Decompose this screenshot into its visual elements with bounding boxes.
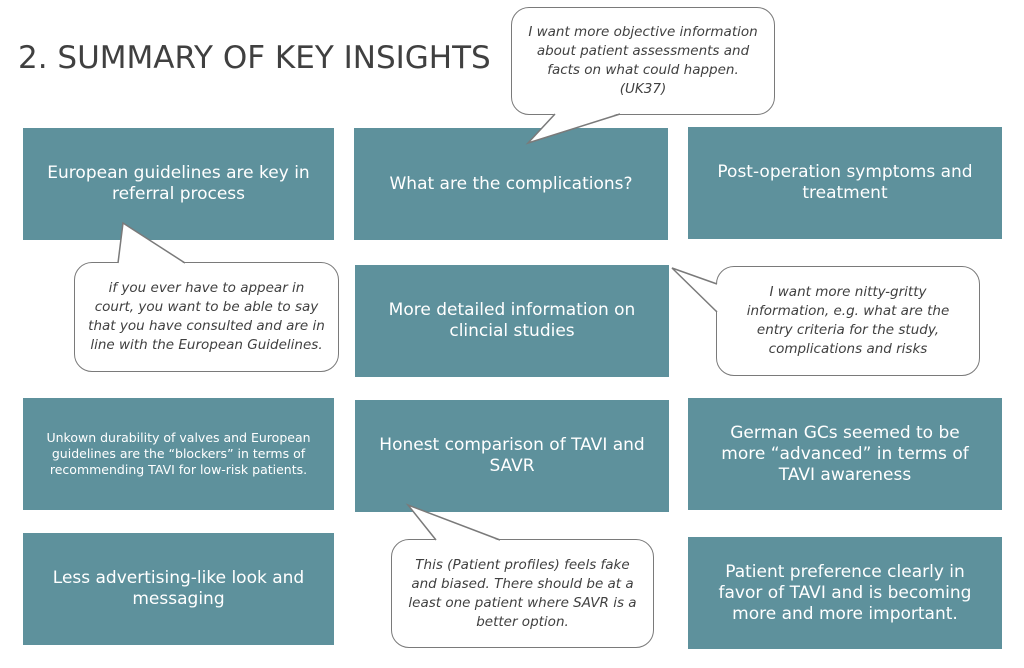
insight-post-operation: Post-operation symptoms and treatment <box>688 127 1002 239</box>
insight-text: German GCs seemed to be more “advanced” … <box>721 422 969 485</box>
quote-bubble-uk37: I want more objective information about … <box>511 7 775 115</box>
insight-text: Patient preference clearly in favor of T… <box>718 561 972 624</box>
insight-less-advertising: Less advertising-like look and messaging <box>23 533 334 645</box>
quote-bubble-nitty-gritty: I want more nitty-gritty information, e.… <box>716 266 980 376</box>
insight-text: Post-operation symptoms and treatment <box>717 162 973 203</box>
quote-text: I want more nitty-gritty information, e.… <box>746 284 950 357</box>
insight-clinical-studies: More detailed information on clincial st… <box>355 265 669 377</box>
insight-text: Honest comparison of TAVI and SAVR <box>379 435 645 476</box>
quote-text: This (Patient profiles) feels fake and b… <box>408 556 637 630</box>
insight-text: More detailed information on clincial st… <box>388 300 636 341</box>
insight-european-guidelines: European guidelines are key in referral … <box>23 128 334 240</box>
insight-complications: What are the complications? <box>354 128 668 240</box>
insight-patient-preference: Patient preference clearly in favor of T… <box>688 537 1002 649</box>
page-title: 2. SUMMARY OF KEY INSIGHTS <box>18 40 491 76</box>
quote-text: I want more objective information about … <box>528 24 758 97</box>
insight-honest-comparison: Honest comparison of TAVI and SAVR <box>355 400 669 512</box>
quote-bubble-court: if you ever have to appear in court, you… <box>74 262 339 372</box>
insight-text: Unkown durability of valves and European… <box>46 430 311 477</box>
insight-durability-blockers: Unkown durability of valves and European… <box>23 398 334 510</box>
quote-bubble-patient-profiles: This (Patient profiles) feels fake and b… <box>391 539 654 648</box>
insight-text: European guidelines are key in referral … <box>47 163 310 204</box>
insight-text: Less advertising-like look and messaging <box>52 568 305 609</box>
insight-text: What are the complications? <box>389 173 633 194</box>
quote-text: if you ever have to appear in court, you… <box>88 280 325 353</box>
insight-german-gcs: German GCs seemed to be more “advanced” … <box>688 398 1002 510</box>
